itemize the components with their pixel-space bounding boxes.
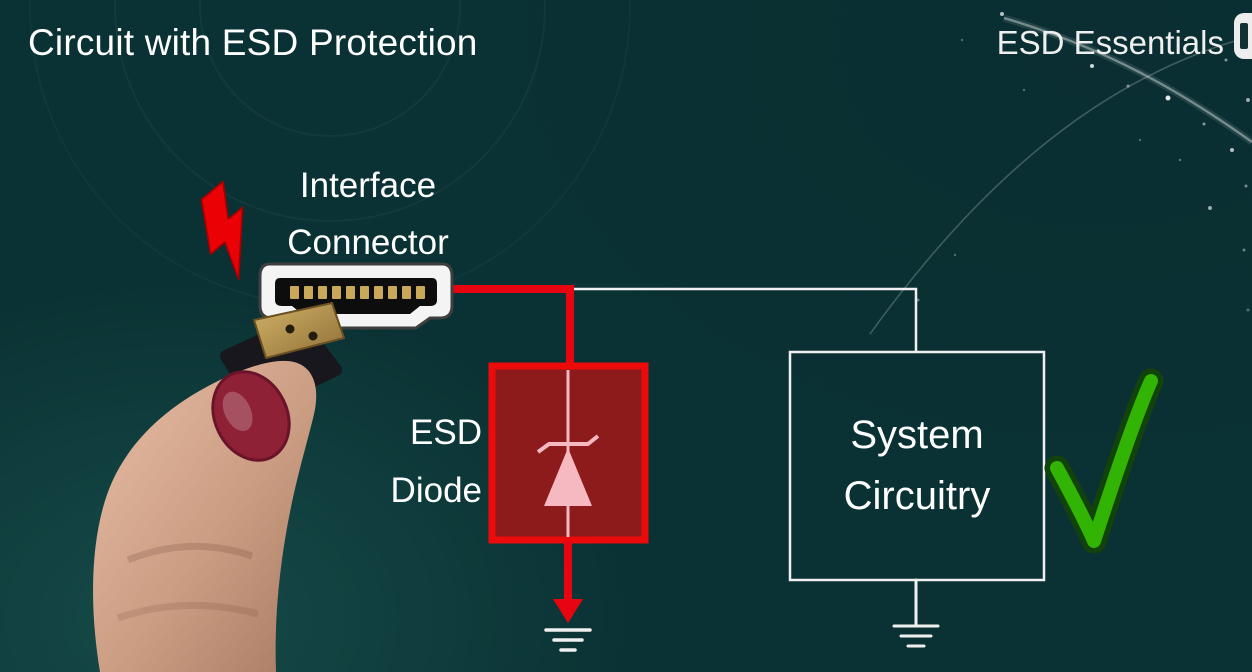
zener-diode-symbol-icon [536,370,600,537]
page-title: Circuit with ESD Protection [28,22,478,63]
background-decoration [114,0,1252,335]
brand-logo-mark [1240,23,1248,49]
thumb-nail [211,370,291,462]
ground-symbol-right [892,578,940,648]
white-wire [570,287,918,352]
red-wire [440,285,574,366]
system-circuitry-label: System Circuitry [790,352,1044,580]
esd-diode-label: ESD Diode [318,404,482,520]
interface-connector-label: Interface Connector [236,157,500,271]
star-dots [916,12,1250,312]
system-circuitry-line1: System [850,413,984,457]
brand-logo-partial-icon [1234,13,1252,59]
interface-connector-line1: Interface [299,166,437,205]
esd-diode-line2: Diode [390,471,482,510]
success-checkmark-icon [1044,368,1164,554]
esd-strike-lightning-icon [200,180,244,281]
system-circuitry-line2: Circuitry [843,474,991,518]
ground-symbol-left [544,628,592,652]
brand-text: ESD Essentials [996,24,1224,61]
esd-diode-box [488,362,649,544]
interface-connector-line2: Connector [287,223,449,262]
diode-ground-arrow [553,540,583,623]
esd-diode-line1: ESD [410,413,482,452]
hand-holding-connector-photo [93,302,345,672]
